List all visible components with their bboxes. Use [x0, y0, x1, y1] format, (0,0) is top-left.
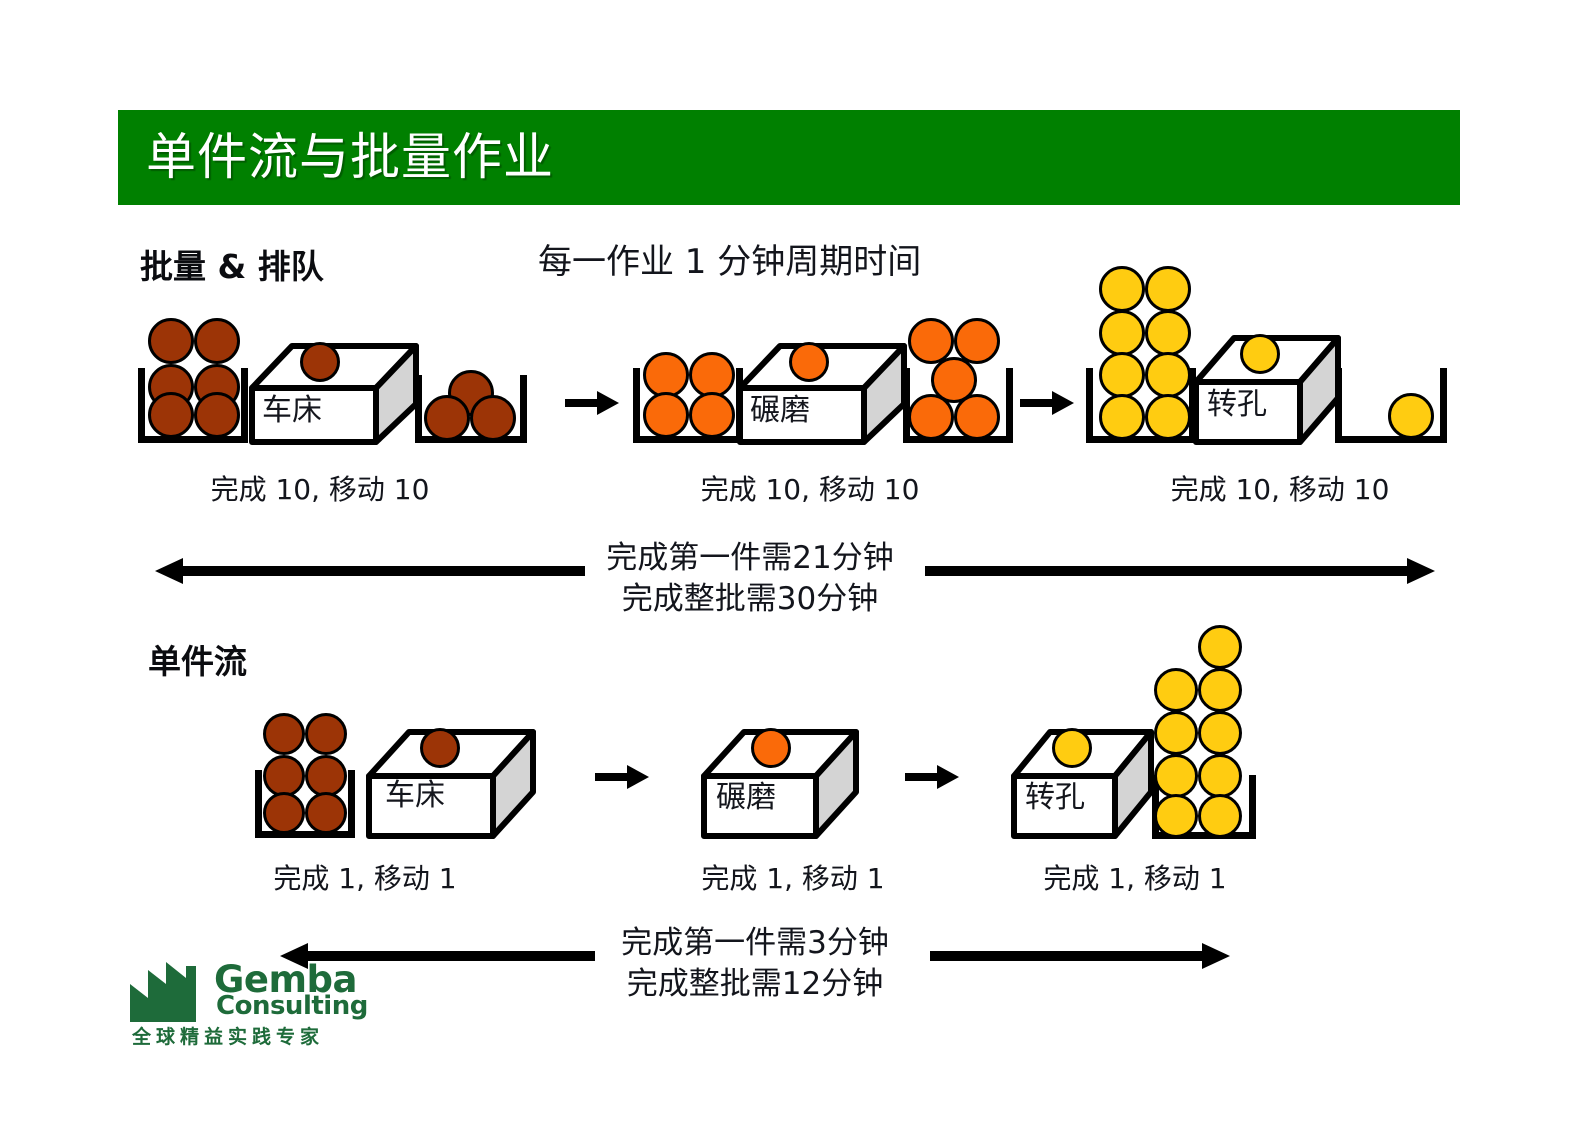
machine-box	[700, 718, 860, 840]
timeline-batch-right-arrow	[925, 558, 1435, 588]
ball	[1154, 711, 1198, 755]
flow-arrow-icon	[595, 762, 651, 796]
gemba-logo: Gemba Consulting 全球精益实践专家	[130, 958, 368, 1058]
station-caption: 完成 10, 移动 10	[210, 473, 430, 506]
ball	[689, 392, 735, 438]
ball	[1154, 668, 1198, 712]
page-title: 单件流与批量作业	[146, 128, 554, 186]
ball	[263, 755, 305, 797]
ball	[263, 713, 305, 755]
ball	[424, 395, 470, 441]
ball	[1198, 668, 1242, 712]
input-bin	[138, 368, 248, 443]
cycle-time-note: 每一作业 1 分钟周期时间	[538, 242, 922, 282]
machine-label: 碾磨	[716, 780, 776, 815]
ball	[1145, 352, 1191, 398]
ball-in-machine	[751, 728, 791, 768]
output-bin	[903, 368, 1013, 443]
ball	[1099, 352, 1145, 398]
output-bin	[415, 375, 527, 443]
header-bar	[118, 110, 1460, 205]
ball	[194, 318, 240, 364]
timeline-batch-text: 完成第一件需21分钟 完成整批需30分钟	[500, 538, 1000, 620]
ball	[954, 318, 1000, 364]
ball	[194, 392, 240, 438]
ball	[908, 318, 954, 364]
ball-in-machine	[1052, 728, 1092, 768]
station-caption: 完成 1, 移动 1	[1043, 862, 1227, 895]
machine-box	[1192, 324, 1342, 446]
input-bin	[1086, 368, 1196, 443]
ball-in-machine	[1240, 334, 1280, 374]
station-caption: 完成 10, 移动 10	[1170, 473, 1390, 506]
ball	[305, 713, 347, 755]
machine-label: 车床	[385, 778, 445, 813]
ball	[1145, 310, 1191, 356]
station-caption: 完成 1, 移动 1	[273, 862, 457, 895]
section-heading-flow: 单件流	[148, 642, 247, 681]
timeline-flow-left-arrow	[280, 943, 595, 973]
timeline-line-1: 完成第一件需3分钟	[621, 925, 889, 961]
flow-arrow-icon	[905, 762, 961, 796]
ball-in-machine	[789, 342, 829, 382]
ball	[1198, 754, 1242, 798]
machine-label: 碾磨	[750, 393, 810, 428]
ball	[148, 318, 194, 364]
ball	[148, 392, 194, 438]
ball	[908, 394, 954, 440]
factory-icon	[130, 962, 210, 1026]
logo-tagline: 全球精益实践专家	[132, 1026, 325, 1048]
timeline-batch-left-arrow	[155, 558, 585, 588]
ball	[305, 755, 347, 797]
input-bin	[255, 770, 355, 838]
flow-arrow-icon	[565, 388, 621, 422]
machine-box	[365, 718, 537, 840]
ball	[1198, 711, 1242, 755]
ball	[1198, 625, 1242, 669]
station-caption: 完成 10, 移动 10	[700, 473, 920, 506]
ball	[1154, 794, 1198, 838]
ball	[1099, 394, 1145, 440]
ball	[1198, 794, 1242, 838]
ball	[263, 792, 305, 834]
ball-in-machine	[300, 342, 340, 382]
ball	[1099, 266, 1145, 312]
ball	[1099, 310, 1145, 356]
machine-label: 转孔	[1207, 387, 1267, 422]
ball	[1154, 754, 1198, 798]
ball	[305, 792, 347, 834]
ball	[1145, 394, 1191, 440]
machine-label: 转孔	[1025, 780, 1085, 815]
section-heading-batch: 批量 & 排队	[140, 247, 324, 286]
machine-label: 车床	[262, 393, 322, 428]
timeline-line-1: 完成第一件需21分钟	[606, 540, 894, 576]
logo-word-consulting: Consulting	[216, 991, 368, 1021]
timeline-line-2: 完成整批需12分钟	[626, 966, 884, 1002]
ball	[1145, 266, 1191, 312]
ball	[643, 392, 689, 438]
timeline-line-2: 完成整批需30分钟	[621, 581, 879, 617]
station-caption: 完成 1, 移动 1	[701, 862, 885, 895]
logo-word-gemba: Gemba	[214, 958, 357, 1001]
output-bin	[1335, 368, 1447, 443]
timeline-flow-right-arrow	[930, 943, 1230, 973]
ball	[1388, 393, 1434, 439]
ball-in-machine	[420, 728, 460, 768]
flow-arrow-icon	[1020, 388, 1076, 422]
ball	[954, 394, 1000, 440]
ball	[470, 395, 516, 441]
timeline-flow-text: 完成第一件需3分钟 完成整批需12分钟	[515, 923, 995, 1005]
machine-box	[1010, 718, 1155, 840]
